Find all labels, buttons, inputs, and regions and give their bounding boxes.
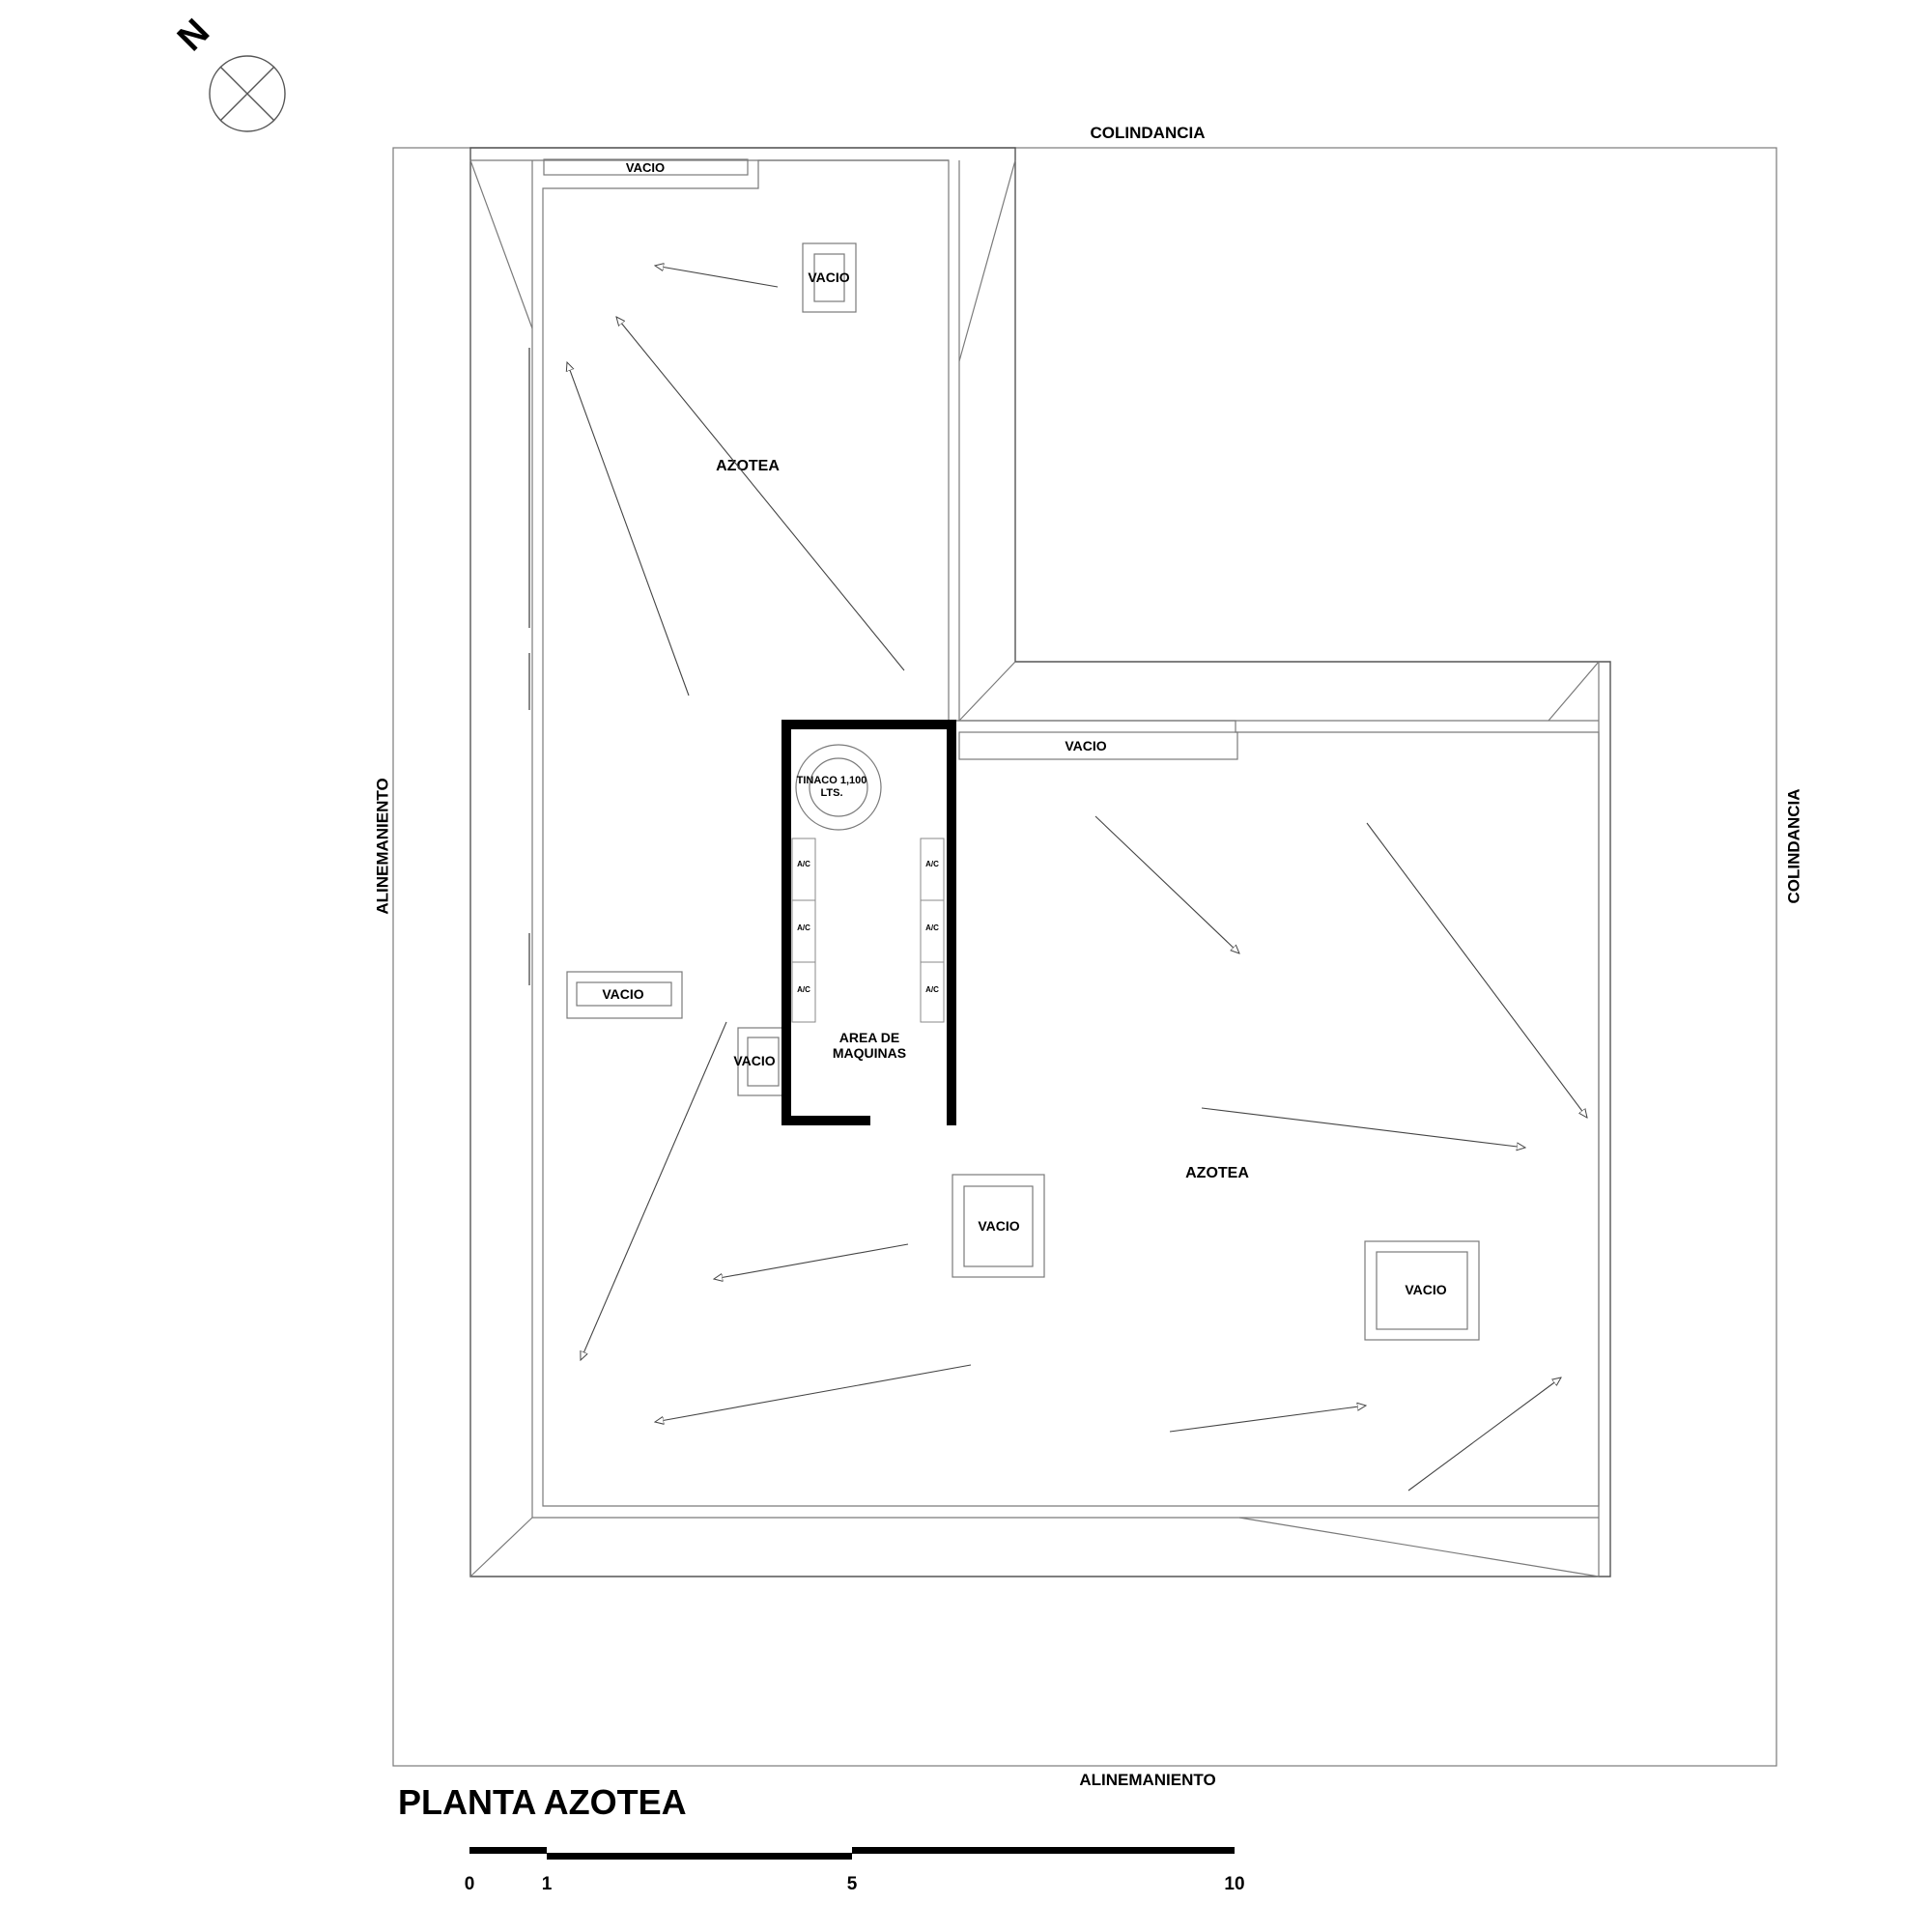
boundary-label-left: ALINEMANIENTO (373, 778, 391, 914)
building-outline (469, 147, 1611, 1577)
boundary-label-bottom: ALINEMANIENTO (1079, 1771, 1215, 1789)
slope-arrows (567, 266, 1587, 1492)
tank-label-line2: LTS. (820, 787, 842, 799)
scale-tick-5: 5 (847, 1874, 858, 1894)
boundary-label-top: COLINDANCIA (1091, 124, 1206, 142)
void-label-5: VACIO (733, 1053, 775, 1068)
void-square-north (802, 242, 857, 313)
drawing-title: PLANTA AZOTEA (398, 1782, 687, 1822)
machine-area-label-1: AREA DE (839, 1030, 900, 1045)
void-label-7: VACIO (1405, 1282, 1446, 1297)
scale-tick-1: 1 (542, 1874, 553, 1894)
void-square-east (1364, 1240, 1480, 1341)
void-label-1: VACIO (626, 160, 665, 175)
slope-arrow (714, 1243, 909, 1279)
north-arrow-icon (209, 55, 286, 132)
slope-arrow (616, 317, 905, 671)
tank-label-line1: TINACO 1,100 (797, 775, 867, 786)
slope-arrow (655, 266, 779, 288)
slope-arrow (1366, 822, 1587, 1118)
slope-arrow (655, 1364, 972, 1422)
void-label-2: VACIO (808, 270, 849, 285)
ac-units-right (920, 838, 945, 1023)
void-label-3: VACIO (1065, 738, 1106, 753)
water-tank-icon (795, 744, 882, 831)
scale-tick-0: 0 (465, 1874, 475, 1894)
slope-arrow (1094, 815, 1239, 953)
north-label: N (170, 12, 217, 59)
void-label-4: VACIO (602, 986, 643, 1002)
ac-label-1: A/C (797, 860, 810, 868)
ac-label-3: A/C (797, 985, 810, 994)
void-square-center (952, 1174, 1045, 1278)
slope-arrow (581, 1021, 727, 1360)
void-strip-north (543, 158, 749, 176)
void-strip-east (958, 731, 1238, 760)
roof-label-north: AZOTEA (716, 458, 780, 474)
roof-label-south: AZOTEA (1185, 1165, 1249, 1181)
boundary-label-right: COLINDANCIA (1784, 789, 1803, 904)
slope-arrow (1201, 1107, 1525, 1148)
void-rect-west (566, 971, 683, 1019)
ac-label-6: A/C (925, 985, 939, 994)
ac-label-2: A/C (797, 923, 810, 932)
machine-area-walls (781, 720, 956, 1125)
ac-label-5: A/C (925, 923, 939, 932)
ac-label-4: A/C (925, 860, 939, 868)
slope-arrow (1407, 1378, 1561, 1492)
machine-area-label-2: MAQUINAS (833, 1045, 906, 1061)
scale-bar (469, 1847, 1235, 1860)
slope-arrow (567, 362, 690, 696)
lot-boundary (392, 147, 1777, 1767)
ac-units-left (791, 838, 816, 1023)
slope-arrow (1169, 1406, 1366, 1433)
void-label-6: VACIO (978, 1218, 1019, 1234)
scale-tick-10: 10 (1224, 1874, 1244, 1894)
